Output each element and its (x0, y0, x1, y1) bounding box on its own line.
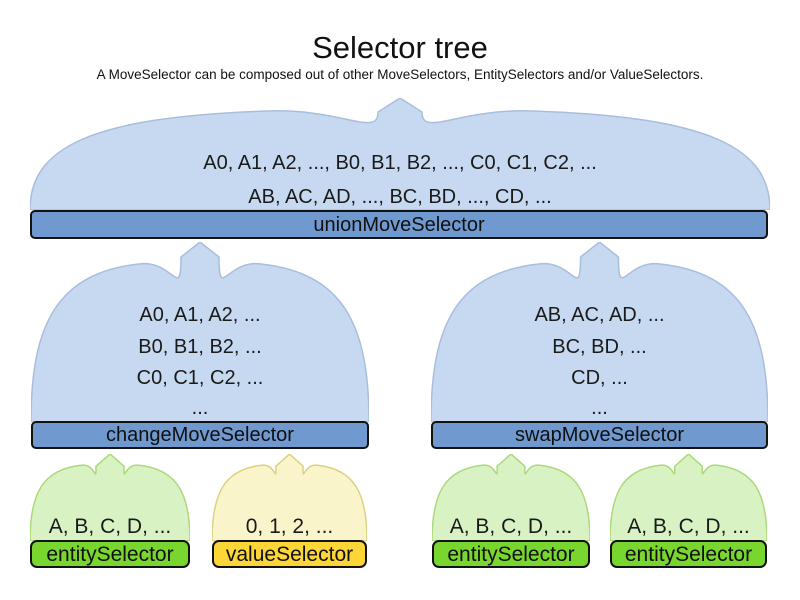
value-selector-values: 0, 1, 2, ... (245, 515, 334, 538)
cloud-arrow-up-shape (212, 454, 367, 541)
swap-move-selector-bar: swapMoveSelector (431, 421, 768, 449)
value-selector-bar: valueSelector (212, 540, 367, 568)
entity-selector-2-cloud (432, 454, 590, 541)
union-move-selector-cloud (30, 98, 770, 210)
change-cloud-moves-line-1: A0, A1, A2, ... (139, 304, 261, 326)
cloud-arrow-up-shape (30, 98, 770, 210)
swap-cloud-moves-line-3: CD, ... (571, 367, 628, 389)
cloud-arrow-up-shape (431, 242, 768, 422)
entity-selector-3-values: A, B, C, D, ... (627, 515, 750, 538)
value-selector-cloud (212, 454, 367, 541)
subtitle: A MoveSelector can be composed out of ot… (96, 67, 704, 82)
entity-selector-3-bar: entitySelector (610, 540, 767, 568)
entity-selector-1-values: A, B, C, D, ... (48, 515, 172, 538)
change-move-selector-cloud (31, 242, 369, 422)
entity-selector-2-values: A, B, C, D, ... (449, 515, 573, 538)
union-cloud-moves-line-1: A0, A1, A2, ..., B0, B1, B2, ..., C0, C1… (203, 152, 597, 174)
cloud-arrow-up-shape (30, 454, 190, 541)
entity-selector-1-cloud (30, 454, 190, 541)
entity-selector-2-bar: entitySelector (432, 540, 590, 568)
entity-selector-1-bar: entitySelector (30, 540, 190, 568)
change-move-selector-bar: changeMoveSelector (31, 421, 369, 449)
swap-cloud-moves-line-1: AB, AC, AD, ... (534, 304, 665, 326)
union-move-selector-bar: unionMoveSelector (30, 210, 768, 239)
entity-selector-3-cloud (610, 454, 767, 541)
union-cloud-moves-line-2: AB, AC, AD, ..., BC, BD, ..., CD, ... (248, 186, 552, 208)
change-cloud-moves-line-4: ... (191, 397, 209, 419)
swap-cloud-moves-line-2: BC, BD, ... (552, 336, 647, 358)
swap-move-selector-cloud (431, 242, 768, 422)
page-title: Selector tree (312, 30, 488, 65)
change-cloud-moves-line-3: C0, C1, C2, ... (136, 367, 264, 389)
cloud-arrow-up-shape (610, 454, 767, 541)
swap-cloud-moves-line-4: ... (591, 397, 608, 419)
change-cloud-moves-line-2: B0, B1, B2, ... (138, 336, 262, 358)
cloud-arrow-up-shape (31, 242, 369, 422)
cloud-arrow-up-shape (432, 454, 590, 541)
